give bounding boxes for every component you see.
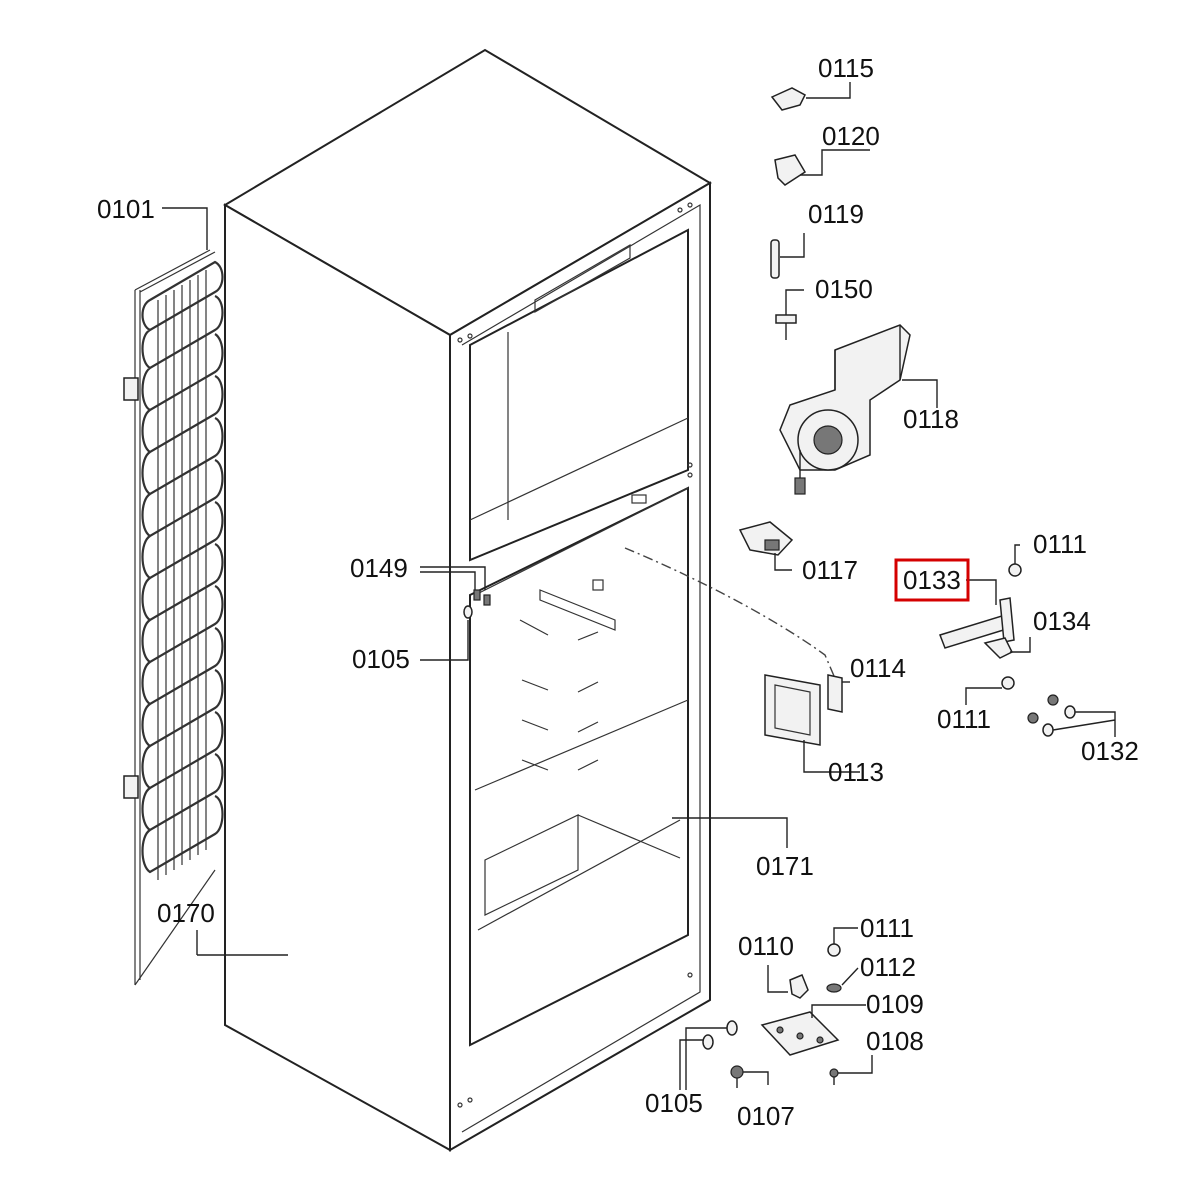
washer-part: [826, 983, 842, 993]
label-0117: 0117: [802, 555, 858, 585]
label-0171: 0171: [756, 851, 814, 881]
label-0111-bottom: 0111: [860, 913, 914, 943]
cap-part: [770, 87, 806, 111]
highlight-box-0133: [894, 558, 970, 602]
bottom-hinge-part: [760, 1011, 840, 1056]
door-switch-part: [738, 521, 794, 556]
small-screws-part: [1027, 694, 1076, 737]
label-0170: 0170: [157, 898, 215, 928]
condenser-coil: [123, 249, 224, 986]
screw-part: [775, 314, 797, 340]
wire-route: [624, 547, 841, 691]
hinge-pin-part: [770, 239, 780, 279]
label-0134: 0134: [1033, 606, 1091, 636]
label-0120: 0120: [822, 121, 880, 151]
label-0109: 0109: [866, 989, 924, 1019]
cabinet-body: [223, 48, 712, 1152]
label-0112: 0112: [860, 952, 916, 982]
label-0105-cabinet: 0105: [352, 644, 410, 674]
lamp-holder-part: [827, 674, 843, 713]
label-0115: 0115: [818, 53, 874, 83]
label-0149: 0149: [350, 553, 408, 583]
label-0108: 0108: [866, 1026, 924, 1056]
bottom-bracket-part: [789, 974, 809, 999]
label-0111-middle: 0111: [937, 704, 991, 734]
label-0101: 0101: [97, 194, 155, 224]
callout-labels: 0101 0170 0171 0149 0105 0115 0120 0119 …: [97, 53, 1139, 1131]
screw-part: [730, 1065, 744, 1088]
plug-part: [463, 605, 738, 1050]
label-0118: 0118: [903, 404, 959, 434]
label-0107: 0107: [737, 1101, 795, 1131]
label-0110: 0110: [738, 931, 794, 961]
label-0133: 0133: [903, 565, 961, 595]
label-0132: 0132: [1081, 736, 1139, 766]
label-0150: 0150: [815, 274, 873, 304]
screw-part: [829, 1068, 839, 1085]
label-0113: 0113: [828, 757, 884, 787]
label-0105-bottom: 0105: [645, 1088, 703, 1118]
leader-lines: [162, 82, 1116, 1090]
door-hinge-bracket-part: [939, 597, 1015, 649]
light-cover-part: [764, 674, 821, 746]
fan-assembly-part: [779, 324, 911, 495]
label-0119: 0119: [808, 199, 864, 229]
label-0114: 0114: [850, 653, 906, 683]
top-hinge-part: [774, 154, 807, 186]
label-0111-top: 0111: [1033, 529, 1087, 559]
clip-part: [473, 589, 491, 606]
